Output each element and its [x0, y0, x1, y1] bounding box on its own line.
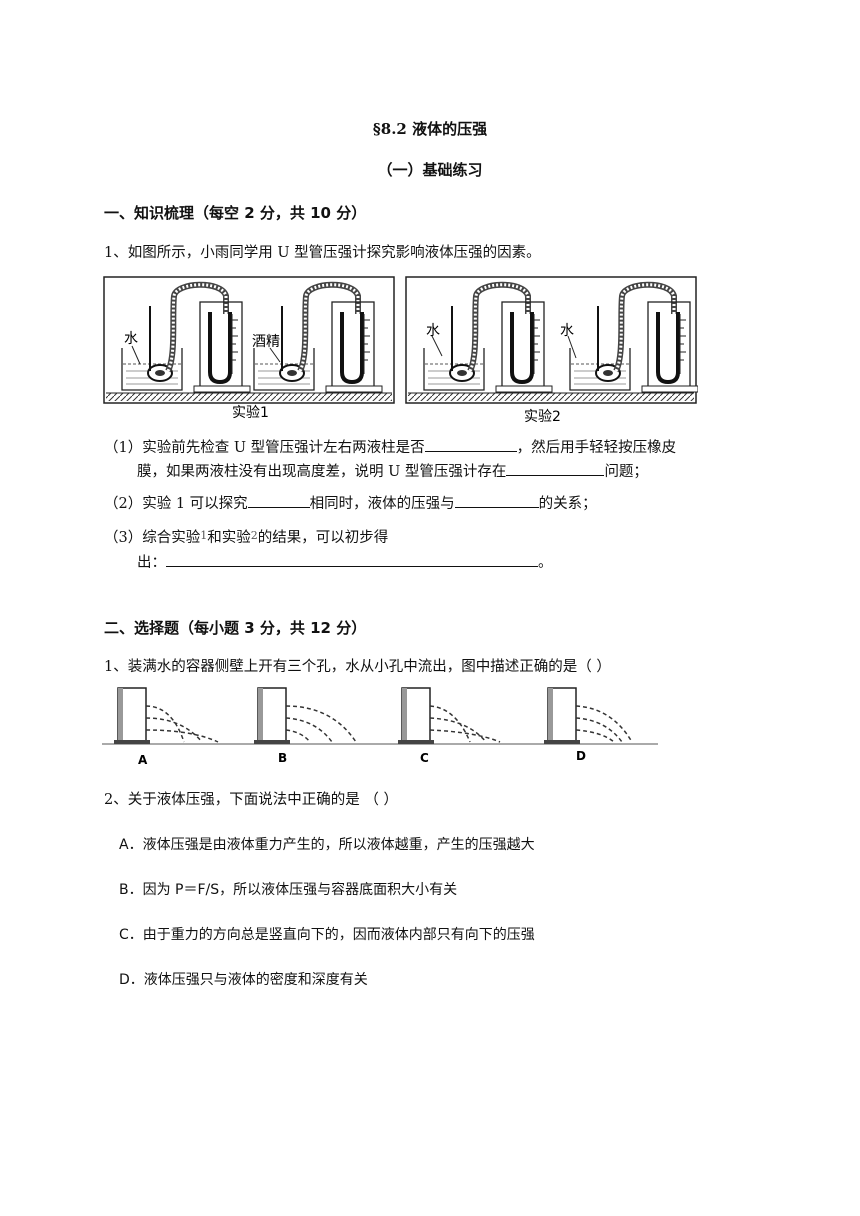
caption-experiment-1: 实验1 [232, 405, 269, 421]
question-1: 1、如图所示，小雨同学用 U 型管压强计探究影响液体压强的因素。 [104, 245, 541, 261]
subquestion-3-line1: （3）综合实验1和实验2的结果，可以初步得 [104, 529, 389, 546]
option-label-c: C [420, 751, 429, 765]
section1-heading: 一、知识梳理（每空 2 分，共 10 分） [104, 204, 367, 222]
choice-question-2: 2、关于液体压强，下面说法中正确的是 （ ） [104, 792, 398, 808]
option-a-jets [145, 705, 219, 743]
ground-hatch [408, 393, 694, 401]
subquestion-2: （2）实验 1 可以探究相同时，液体的压强与的关系； [104, 491, 597, 515]
label-water-1: 水 [124, 331, 138, 347]
answer-blank[interactable] [247, 491, 310, 508]
section2-heading: 二、选择题（每小题 3 分，共 12 分） [104, 619, 367, 637]
answer-blank[interactable] [454, 491, 539, 508]
option-label-a: A [138, 753, 148, 767]
option-c: C．由于重力的方向总是竖直向下的，因而液体内部只有向下的压强 [119, 927, 535, 943]
ground-hatch [106, 393, 392, 401]
subquestion-1-line2: 膜，如果两液柱没有出现高度差，说明 U 型管压强计存在问题； [137, 459, 648, 483]
answer-blank[interactable] [166, 550, 538, 567]
u-tube-experiment-figure: 水 酒精 水 水 实验1 实验2 [103, 276, 698, 425]
option-c-jets [429, 705, 501, 743]
option-b-jets [285, 705, 357, 743]
option-label-b: B [278, 751, 287, 765]
water-jet-figure: A B C D [102, 687, 658, 767]
option-d-jets [575, 705, 633, 743]
container [114, 687, 150, 744]
option-label-d: D [576, 749, 586, 763]
page-subtitle: （一）基础练习 [377, 161, 483, 179]
label-alcohol: 酒精 [252, 334, 280, 350]
option-b: B．因为 P＝F/S，所以液体压强与容器底面积大小有关 [119, 882, 458, 898]
apparatus [121, 281, 251, 393]
experiment-1-frame [103, 276, 395, 404]
option-a: A．液体压强是由液体重力产生的，所以液体越重，产生的压强越大 [119, 837, 535, 853]
choice-question-1: 1、装满水的容器侧壁上开有三个孔，水从小孔中流出，图中描述正确的是（ ） [104, 659, 611, 675]
option-d: D．液体压强只与液体的密度和深度有关 [119, 972, 368, 988]
label-water-3: 水 [560, 323, 574, 339]
answer-blank[interactable] [506, 459, 605, 476]
caption-experiment-2: 实验2 [524, 409, 561, 425]
experiment-2-frame [405, 276, 697, 404]
label-water-2: 水 [426, 323, 440, 339]
subquestion-1-line1: （1）实验前先检查 U 型管压强计左右两液柱是否，然后用手轻轻按压橡皮 [104, 435, 676, 459]
subquestion-3-line2: 出：。 [137, 550, 553, 574]
page-title: §8.2 液体的压强 [372, 120, 488, 138]
answer-blank[interactable] [424, 435, 517, 452]
